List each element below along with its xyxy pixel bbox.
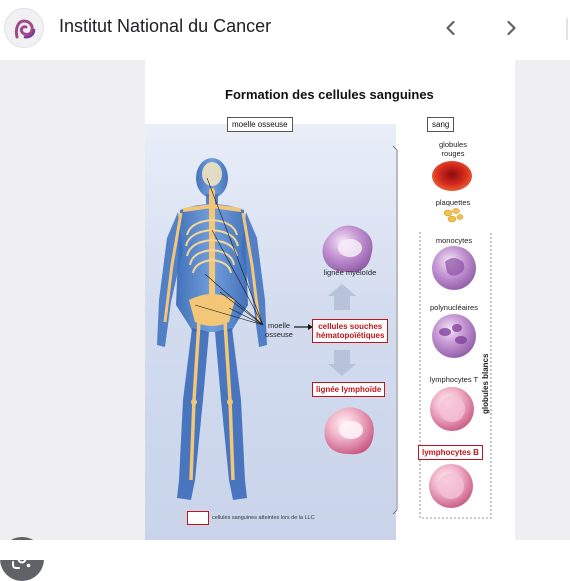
lymphocytes-b-label: lymphocytes B [418, 445, 483, 460]
monocytes-label: monocytes [435, 236, 473, 245]
infographic-title: Formation des cellules sanguines [225, 87, 434, 102]
legend-text: cellules sanguines atteintes lors de la … [212, 515, 315, 521]
red-blood-cell [432, 161, 472, 191]
bottom-strip [0, 540, 570, 560]
red-cells-line2: rouges [441, 149, 465, 158]
myeloid-label: lignée myéloïde [323, 268, 377, 277]
image-viewer[interactable]: Formation des cellules sanguines moelle … [0, 60, 570, 581]
moelle-pointer-label: moelle osseuse [263, 321, 295, 339]
lymphocytes-t-label: lymphocytes T [429, 375, 479, 384]
red-cells-line1: globules [439, 140, 467, 149]
moelle-osseuse-label: moelle osseuse [227, 117, 293, 132]
scroll-edge [566, 18, 568, 40]
next-image-button[interactable] [493, 10, 529, 46]
arrow-down-lymphoid [328, 350, 356, 376]
platelets-label: plaquettes [435, 198, 471, 207]
bone-marrow-pointer-lines [194, 177, 264, 326]
chevron-right-icon [507, 20, 516, 36]
red-cells-label: globules rouges [429, 140, 477, 158]
stem-cells-line1: cellules souches [318, 322, 383, 331]
chevron-left-icon [446, 20, 455, 36]
polynuclear-label: polynucléaires [430, 303, 478, 312]
white-cells-label: globules blancs [481, 353, 490, 414]
stem-cells-line2: hématopoïétiques [316, 331, 385, 340]
polynuclear-cell [432, 314, 476, 358]
stem-cells-label: cellules souches hématopoïétiques [312, 319, 389, 343]
platelets [443, 208, 464, 223]
previous-image-button[interactable] [433, 10, 469, 46]
moelle-pointer-line1: moelle [267, 321, 291, 330]
blood-cell-infographic: Formation des cellules sanguines moelle … [145, 60, 515, 540]
lymphoid-label: lignée lymphoïde [312, 382, 386, 397]
moelle-pointer-line2: osseuse [265, 330, 293, 339]
legend-swatch [187, 511, 209, 525]
human-body-illustration [157, 158, 267, 500]
image-source-header: Institut National du Cancer [0, 0, 570, 58]
arrow-up-myeloid [328, 284, 356, 310]
infographic-artwork [157, 145, 492, 519]
institut-logo-icon[interactable] [4, 8, 44, 48]
sang-label: sang [427, 117, 455, 132]
site-name[interactable]: Institut National du Cancer [59, 16, 272, 36]
